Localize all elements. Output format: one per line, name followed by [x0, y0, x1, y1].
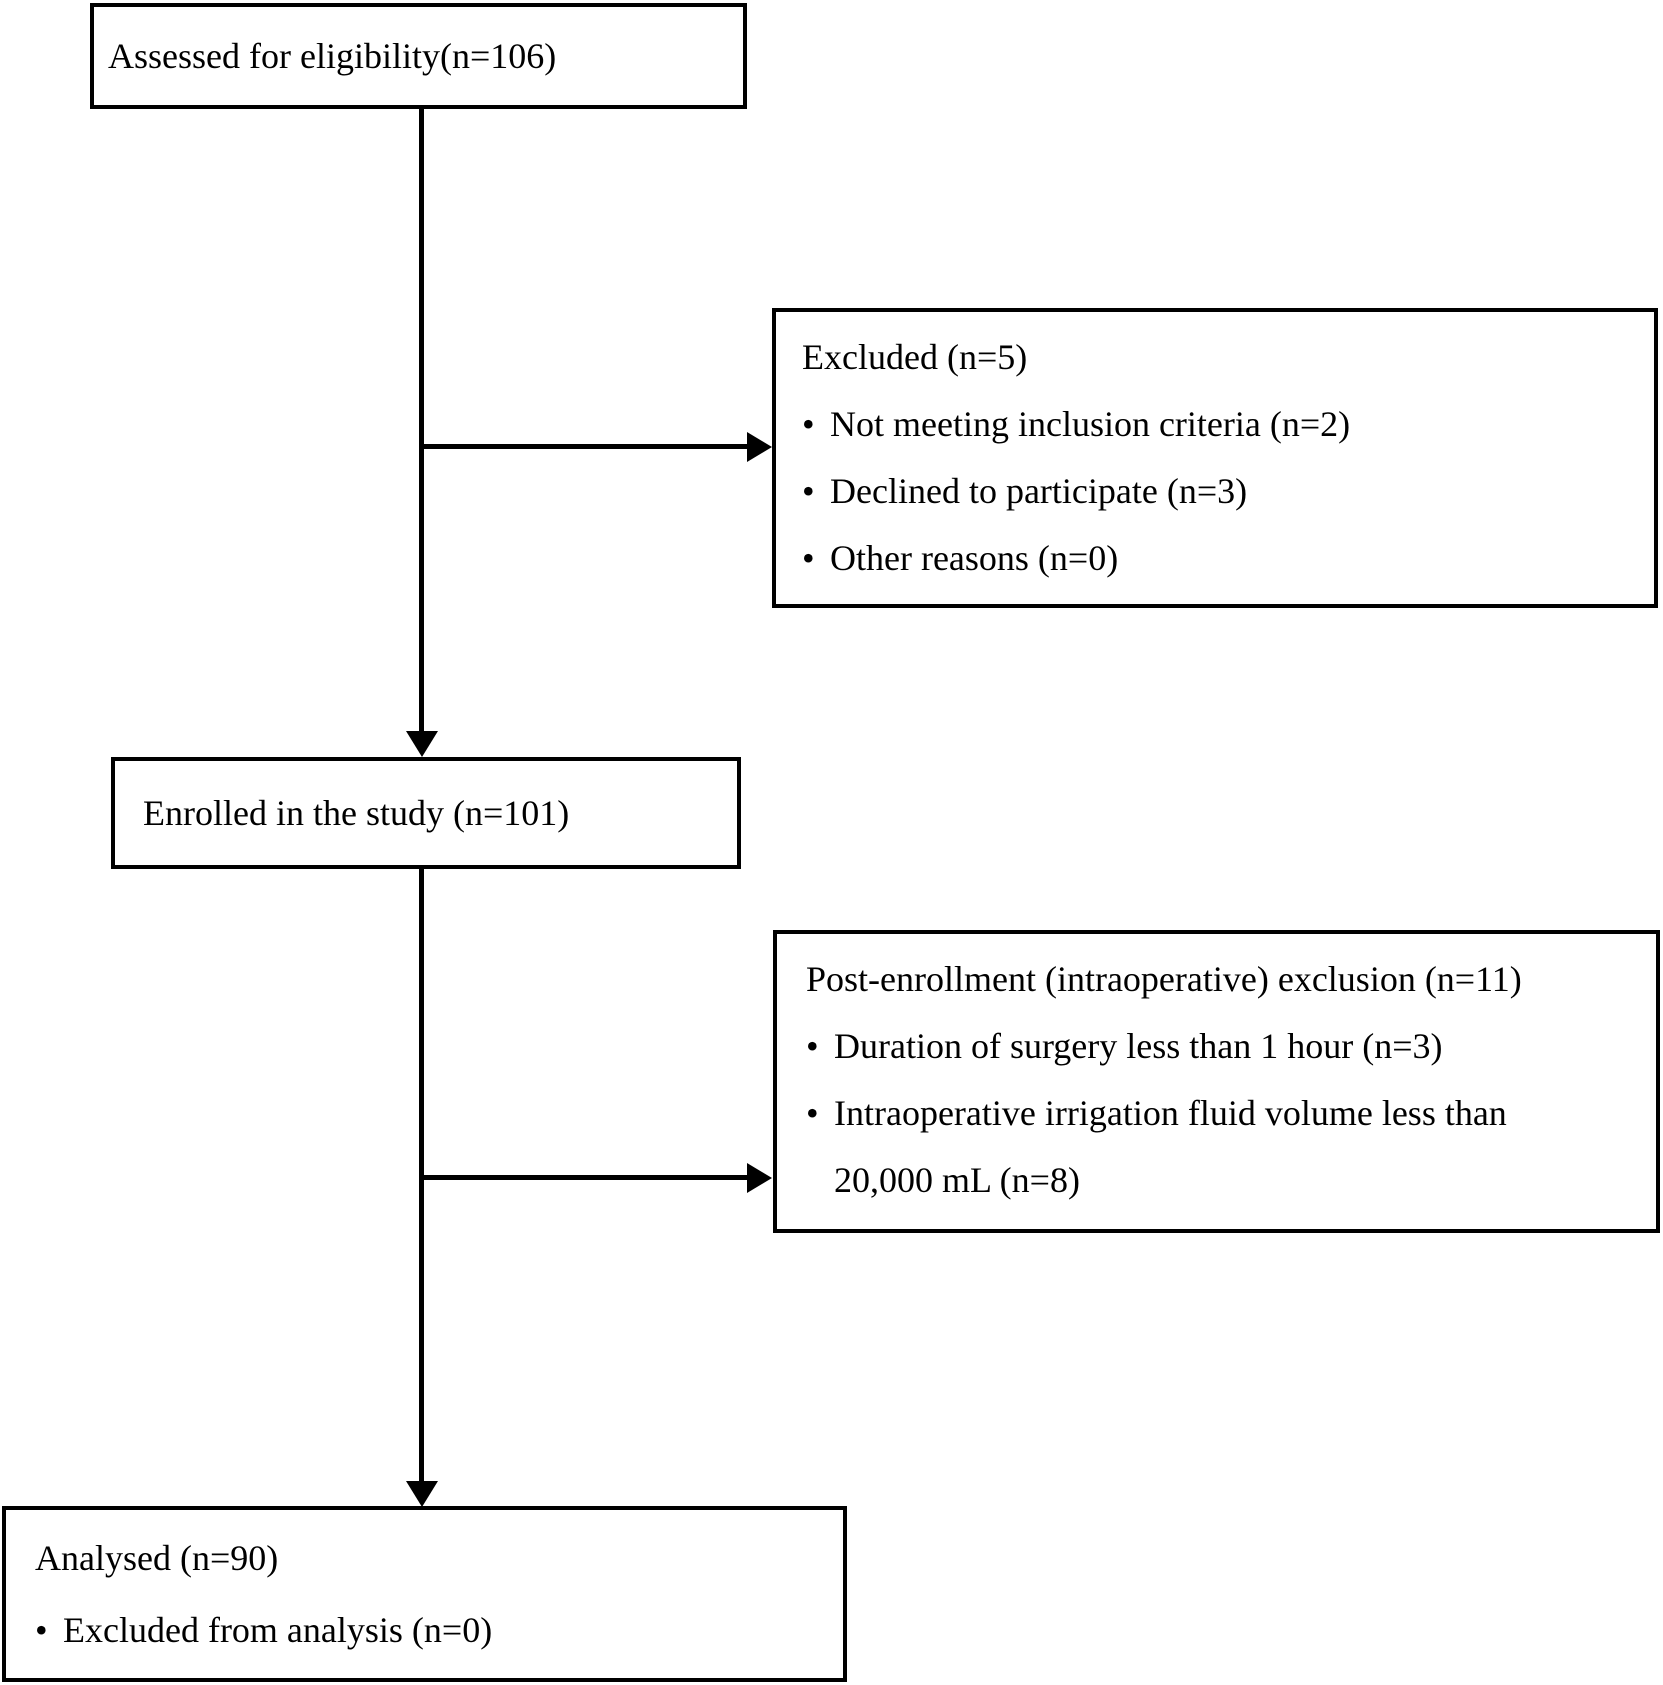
- bullet-icon: •: [806, 1093, 819, 1133]
- bullet-icon: •: [802, 471, 815, 511]
- box-post-enrollment-exclusion: Post-enrollment (intraoperative) exclusi…: [773, 930, 1660, 1233]
- excluded-bullet-1: • Not meeting inclusion criteria (n=2): [802, 391, 1636, 458]
- connector-branch-to-post-enrollment-exclusion: [421, 1175, 747, 1180]
- enrolled-label: Enrolled in the study (n=101): [143, 793, 570, 833]
- connector-assessed-to-enrolled: [419, 109, 424, 731]
- analysed-title: Analysed (n=90): [35, 1538, 279, 1578]
- analysed-bullet-1-text: Excluded from analysis (n=0): [63, 1610, 493, 1650]
- post-enrollment-bullet-2-line-2: 20,000 mL (n=8): [834, 1160, 1080, 1200]
- post-enrollment-bullet-1-text: Duration of surgery less than 1 hour (n=…: [834, 1026, 1443, 1066]
- post-enrollment-title: Post-enrollment (intraoperative) exclusi…: [806, 959, 1522, 999]
- post-enrollment-bullet-1: • Duration of surgery less than 1 hour (…: [806, 1013, 1638, 1080]
- box-assessed-for-eligibility: Assessed for eligibility(n=106): [90, 3, 747, 109]
- excluded-bullet-2: • Declined to participate (n=3): [802, 458, 1636, 525]
- excluded-title: Excluded (n=5): [802, 337, 1028, 377]
- connector-branch-to-excluded: [421, 444, 747, 449]
- box-enrolled-in-study: Enrolled in the study (n=101): [111, 757, 741, 869]
- bullet-icon: •: [802, 538, 815, 578]
- arrowhead-down-to-analysed: [406, 1481, 438, 1507]
- arrowhead-right-to-excluded: [747, 432, 772, 462]
- post-enrollment-bullet-2: • Intraoperative irrigation fluid volume…: [806, 1080, 1638, 1214]
- arrowhead-down-to-enrolled: [406, 731, 438, 757]
- excluded-bullet-3: • Other reasons (n=0): [802, 525, 1636, 592]
- post-enrollment-bullet-2-text: Intraoperative irrigation fluid volume l…: [834, 1080, 1638, 1214]
- assessed-label: Assessed for eligibility(n=106): [108, 36, 557, 76]
- excluded-bullet-3-text: Other reasons (n=0): [830, 538, 1119, 578]
- post-enrollment-bullet-2-line-1: Intraoperative irrigation fluid volume l…: [834, 1093, 1507, 1133]
- bullet-icon: •: [806, 1026, 819, 1066]
- bullet-icon: •: [802, 404, 815, 444]
- excluded-bullet-1-text: Not meeting inclusion criteria (n=2): [830, 404, 1351, 444]
- box-analysed: Analysed (n=90) • Excluded from analysis…: [2, 1506, 847, 1682]
- bullet-icon: •: [35, 1610, 48, 1650]
- arrowhead-right-to-post-enrollment-exclusion: [747, 1163, 772, 1193]
- excluded-bullet-2-text: Declined to participate (n=3): [830, 471, 1248, 511]
- analysed-bullet-1: • Excluded from analysis (n=0): [35, 1594, 825, 1666]
- box-excluded: Excluded (n=5) • Not meeting inclusion c…: [772, 308, 1658, 608]
